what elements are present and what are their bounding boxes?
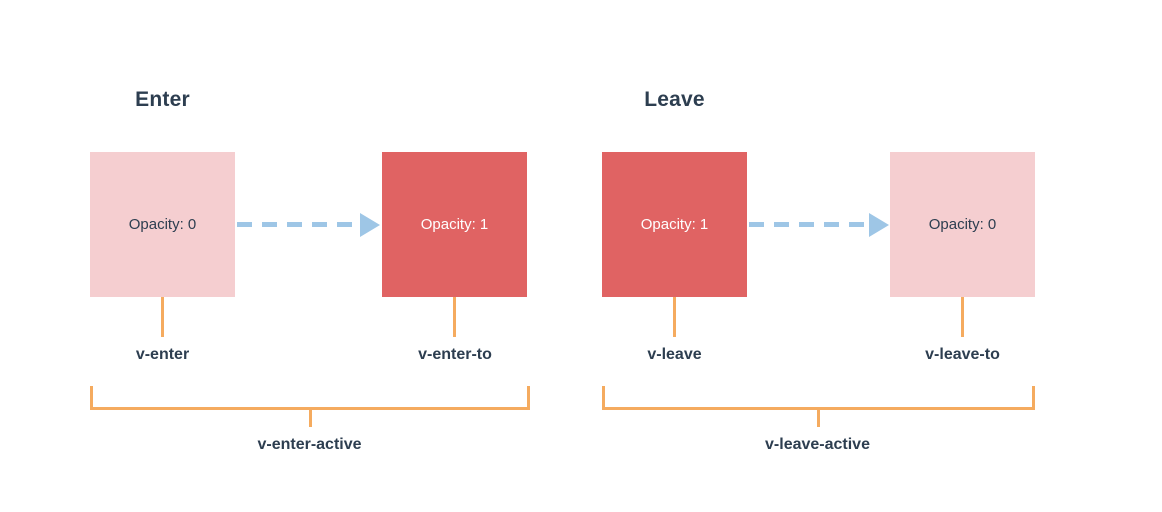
state-box-v-leave: Opacity: 1	[602, 152, 747, 297]
bracket-stem-v-leave-active	[817, 410, 820, 427]
state-box-label: Opacity: 1	[640, 216, 709, 233]
state-box-v-enter-to: Opacity: 1	[382, 152, 527, 297]
dashed-arrow-right-icon-enter	[237, 213, 380, 237]
dashed-arrow-right-icon-leave	[749, 213, 889, 237]
group-title-leave: Leave	[644, 88, 705, 111]
arrow-head	[360, 213, 380, 237]
connector-tick-v-leave	[673, 297, 676, 337]
arrow-line	[749, 222, 868, 227]
bracket-stem-v-enter-active	[309, 410, 312, 427]
bracket-label-v-enter-active: v-enter-active	[257, 436, 362, 453]
state-box-label: Opacity: 0	[128, 216, 197, 233]
class-label-v-leave-to: v-leave-to	[925, 346, 1000, 363]
state-box-label: Opacity: 0	[928, 216, 997, 233]
connector-tick-v-enter-to	[453, 297, 456, 337]
bracket-v-enter-active	[90, 386, 530, 410]
arrow-line	[237, 222, 359, 227]
arrow-head	[869, 213, 889, 237]
connector-tick-v-enter	[161, 297, 164, 337]
bracket-v-leave-active	[602, 386, 1035, 410]
bracket-label-v-leave-active: v-leave-active	[765, 436, 870, 453]
class-label-v-enter: v-enter	[135, 346, 190, 363]
state-box-label: Opacity: 1	[420, 216, 489, 233]
connector-tick-v-leave-to	[961, 297, 964, 337]
class-label-v-enter-to: v-enter-to	[418, 346, 492, 363]
group-title-enter: Enter	[135, 88, 190, 111]
state-box-v-leave-to: Opacity: 0	[890, 152, 1035, 297]
state-box-v-enter: Opacity: 0	[90, 152, 235, 297]
class-label-v-leave: v-leave	[647, 346, 702, 363]
